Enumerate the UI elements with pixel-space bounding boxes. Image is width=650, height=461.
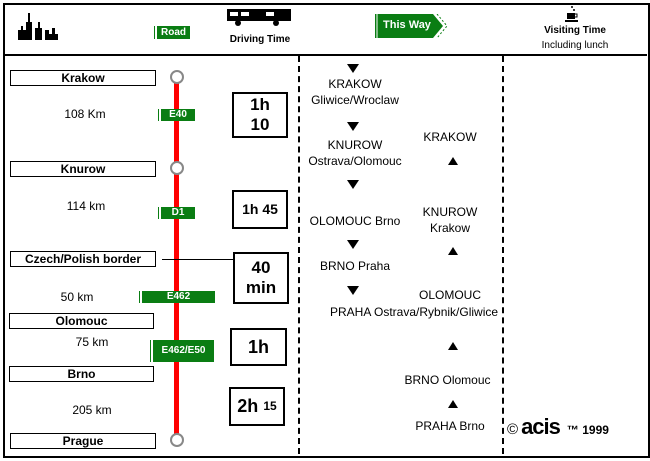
column-divider [298,56,300,454]
border-pointer-line [162,259,233,260]
column-divider [502,56,504,454]
direction-text: KNUROW [422,205,478,219]
this-way-label: This Way [383,19,431,31]
stop-olomouc: Olomouc [9,313,154,329]
copyright-symbol: © [507,421,519,438]
city-skyline-icon [18,13,58,40]
distance: 205 km [72,403,112,417]
direction-text: KNUROW [327,138,383,152]
trademark-year: ™ 1999 [566,423,609,437]
down-arrow-icon [347,180,359,189]
direction-sign: BRNO Olomouc [404,373,491,387]
stop-knurow: Knurow [10,161,156,177]
driving-time-box: 1h 45 [232,190,288,229]
distance: 114 km [66,199,106,213]
up-arrow-icon [448,247,458,255]
down-arrow-icon [347,64,359,73]
direction-sign: PRAHA Ostrava/Rybnik/Gliwice [330,305,499,319]
driving-time-header: Driving Time [229,34,291,45]
time-value: 1h [250,95,270,115]
direction-text: Gliwice/Wroclaw [311,93,399,107]
direction-text: Krakow [429,221,470,235]
arrow-sign-icon [375,14,448,39]
stop-border: Czech/Polish border [10,251,156,267]
direction-sign: OLOMOUC Brno [309,214,401,228]
road-sign-e462-e50: E462/E50 [151,340,214,362]
stop-krakow: Krakow [10,70,156,86]
driving-time-box: 1h [230,328,287,366]
down-arrow-icon [347,240,359,249]
coffee-cup-icon [565,6,578,22]
road-sign-e462: E462 [140,291,215,303]
stop-marker [170,161,184,175]
stop-marker [170,70,184,84]
frame [3,3,650,458]
direction-sign: OLOMOUC [418,288,481,302]
up-arrow-icon [448,400,458,408]
up-arrow-icon [448,342,458,350]
distance: 75 km [75,335,109,349]
direction-text: KRAKOW [328,77,382,91]
this-way-sign: This Way [375,14,448,39]
time-value: 15 [263,398,277,413]
down-arrow-icon [347,286,359,295]
time-value: 2h [237,396,259,417]
stop-brno: Brno [9,366,154,382]
road-sign-d1: D1 [159,207,195,219]
time-value: 40 [251,258,271,278]
copyright-footer: © acis ™ 1999 [507,414,642,440]
time-value: 10 [250,115,270,134]
road-legend-sign: Road [155,26,190,39]
distance: 50 km [60,290,94,304]
road-sign-e40: E40 [159,109,195,121]
up-arrow-icon [448,157,458,165]
bus-icon [227,9,291,26]
direction-sign: KRAKOW Gliwice/Wroclaw [295,76,415,108]
stop-marker [170,433,184,447]
acis-logo: acis [521,414,561,439]
direction-sign: KRAKOW [423,130,477,144]
distance: 108 Km [64,107,106,121]
including-lunch-note: Including lunch [541,40,609,51]
direction-sign: PRAHA Brno [415,419,485,433]
header-divider [5,54,647,56]
stop-prague: Prague [10,433,156,449]
down-arrow-icon [347,122,359,131]
driving-time-box: 2h 15 [229,387,285,426]
direction-sign: KNUROW Krakow [405,204,495,236]
direction-sign: BRNO Praha [319,259,391,273]
visiting-time-header: Visiting Time [544,25,606,36]
time-value: min [245,278,277,297]
direction-sign: KNUROW Ostrava/Olomouc [295,137,415,169]
direction-text: Ostrava/Olomouc [308,154,402,168]
